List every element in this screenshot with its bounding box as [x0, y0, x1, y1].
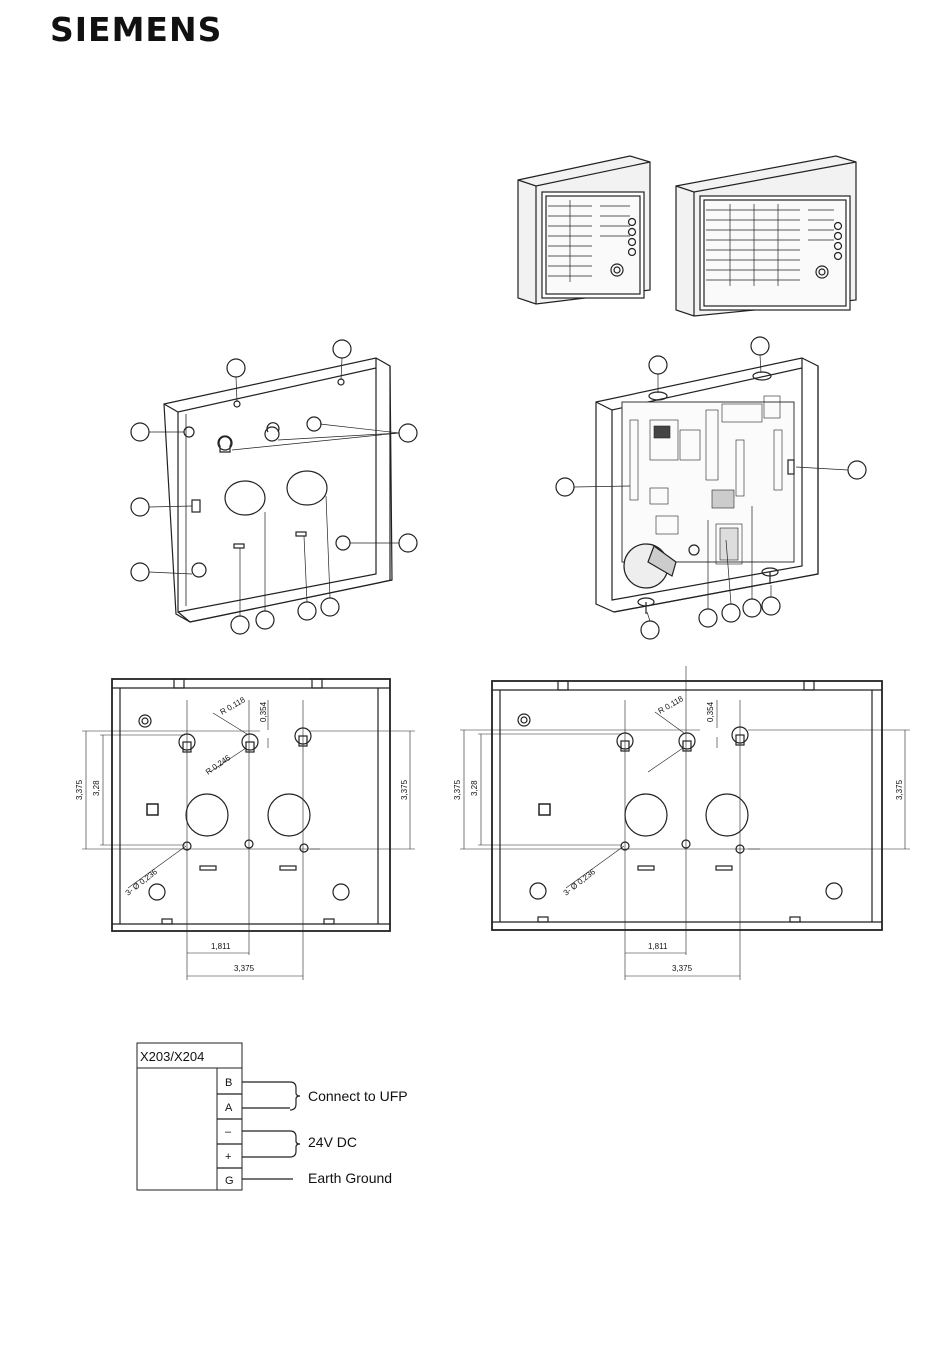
large-panel-front: [676, 156, 856, 316]
board-assembly-isometric: [556, 337, 866, 639]
terminal-plus: +: [225, 1151, 231, 1163]
dim-1811: 1,811: [211, 942, 231, 951]
dim-3375-bottom-right: 3,375: [672, 964, 693, 973]
wiring-diagram: X203/X204 B A – + G Connect to UFP 24V D…: [137, 1043, 408, 1190]
dim-354: 0,354: [259, 701, 268, 722]
terminal-g: G: [225, 1175, 234, 1187]
back-box-isometric: [131, 340, 417, 634]
terminal-header: X203/X204: [140, 1049, 204, 1064]
dim-3375-bottom: 3,375: [234, 964, 255, 973]
dim-328-left-r: 3,28: [470, 780, 479, 796]
small-panel-front: [518, 156, 650, 304]
label-connect-ufp: Connect to UFP: [308, 1088, 408, 1104]
dim-3375-right: 3,375: [400, 779, 409, 800]
dim-1811-right: 1,811: [648, 942, 668, 951]
dim-3375-left: 3,375: [75, 779, 84, 800]
dimension-drawing-right: R 0,118 0,354 3,375 3,28 3,375 3- Ø 0,23…: [453, 666, 910, 980]
terminal-a: A: [225, 1102, 233, 1114]
dimension-drawing-left: R 0,118 R 0,246 0,354 3,375 3,28 3,375 3…: [75, 679, 415, 980]
terminal-minus: –: [225, 1126, 232, 1138]
dim-328-left: 3,28: [92, 780, 101, 796]
label-earth-ground: Earth Ground: [308, 1170, 392, 1186]
label-24v-dc: 24V DC: [308, 1134, 357, 1150]
terminal-b: B: [225, 1077, 232, 1089]
dim-3375-left-r: 3,375: [453, 779, 462, 800]
dim-3375-right-r: 3,375: [895, 779, 904, 800]
product-front-views: [518, 156, 856, 316]
dim-354-right: 0,354: [706, 701, 715, 722]
